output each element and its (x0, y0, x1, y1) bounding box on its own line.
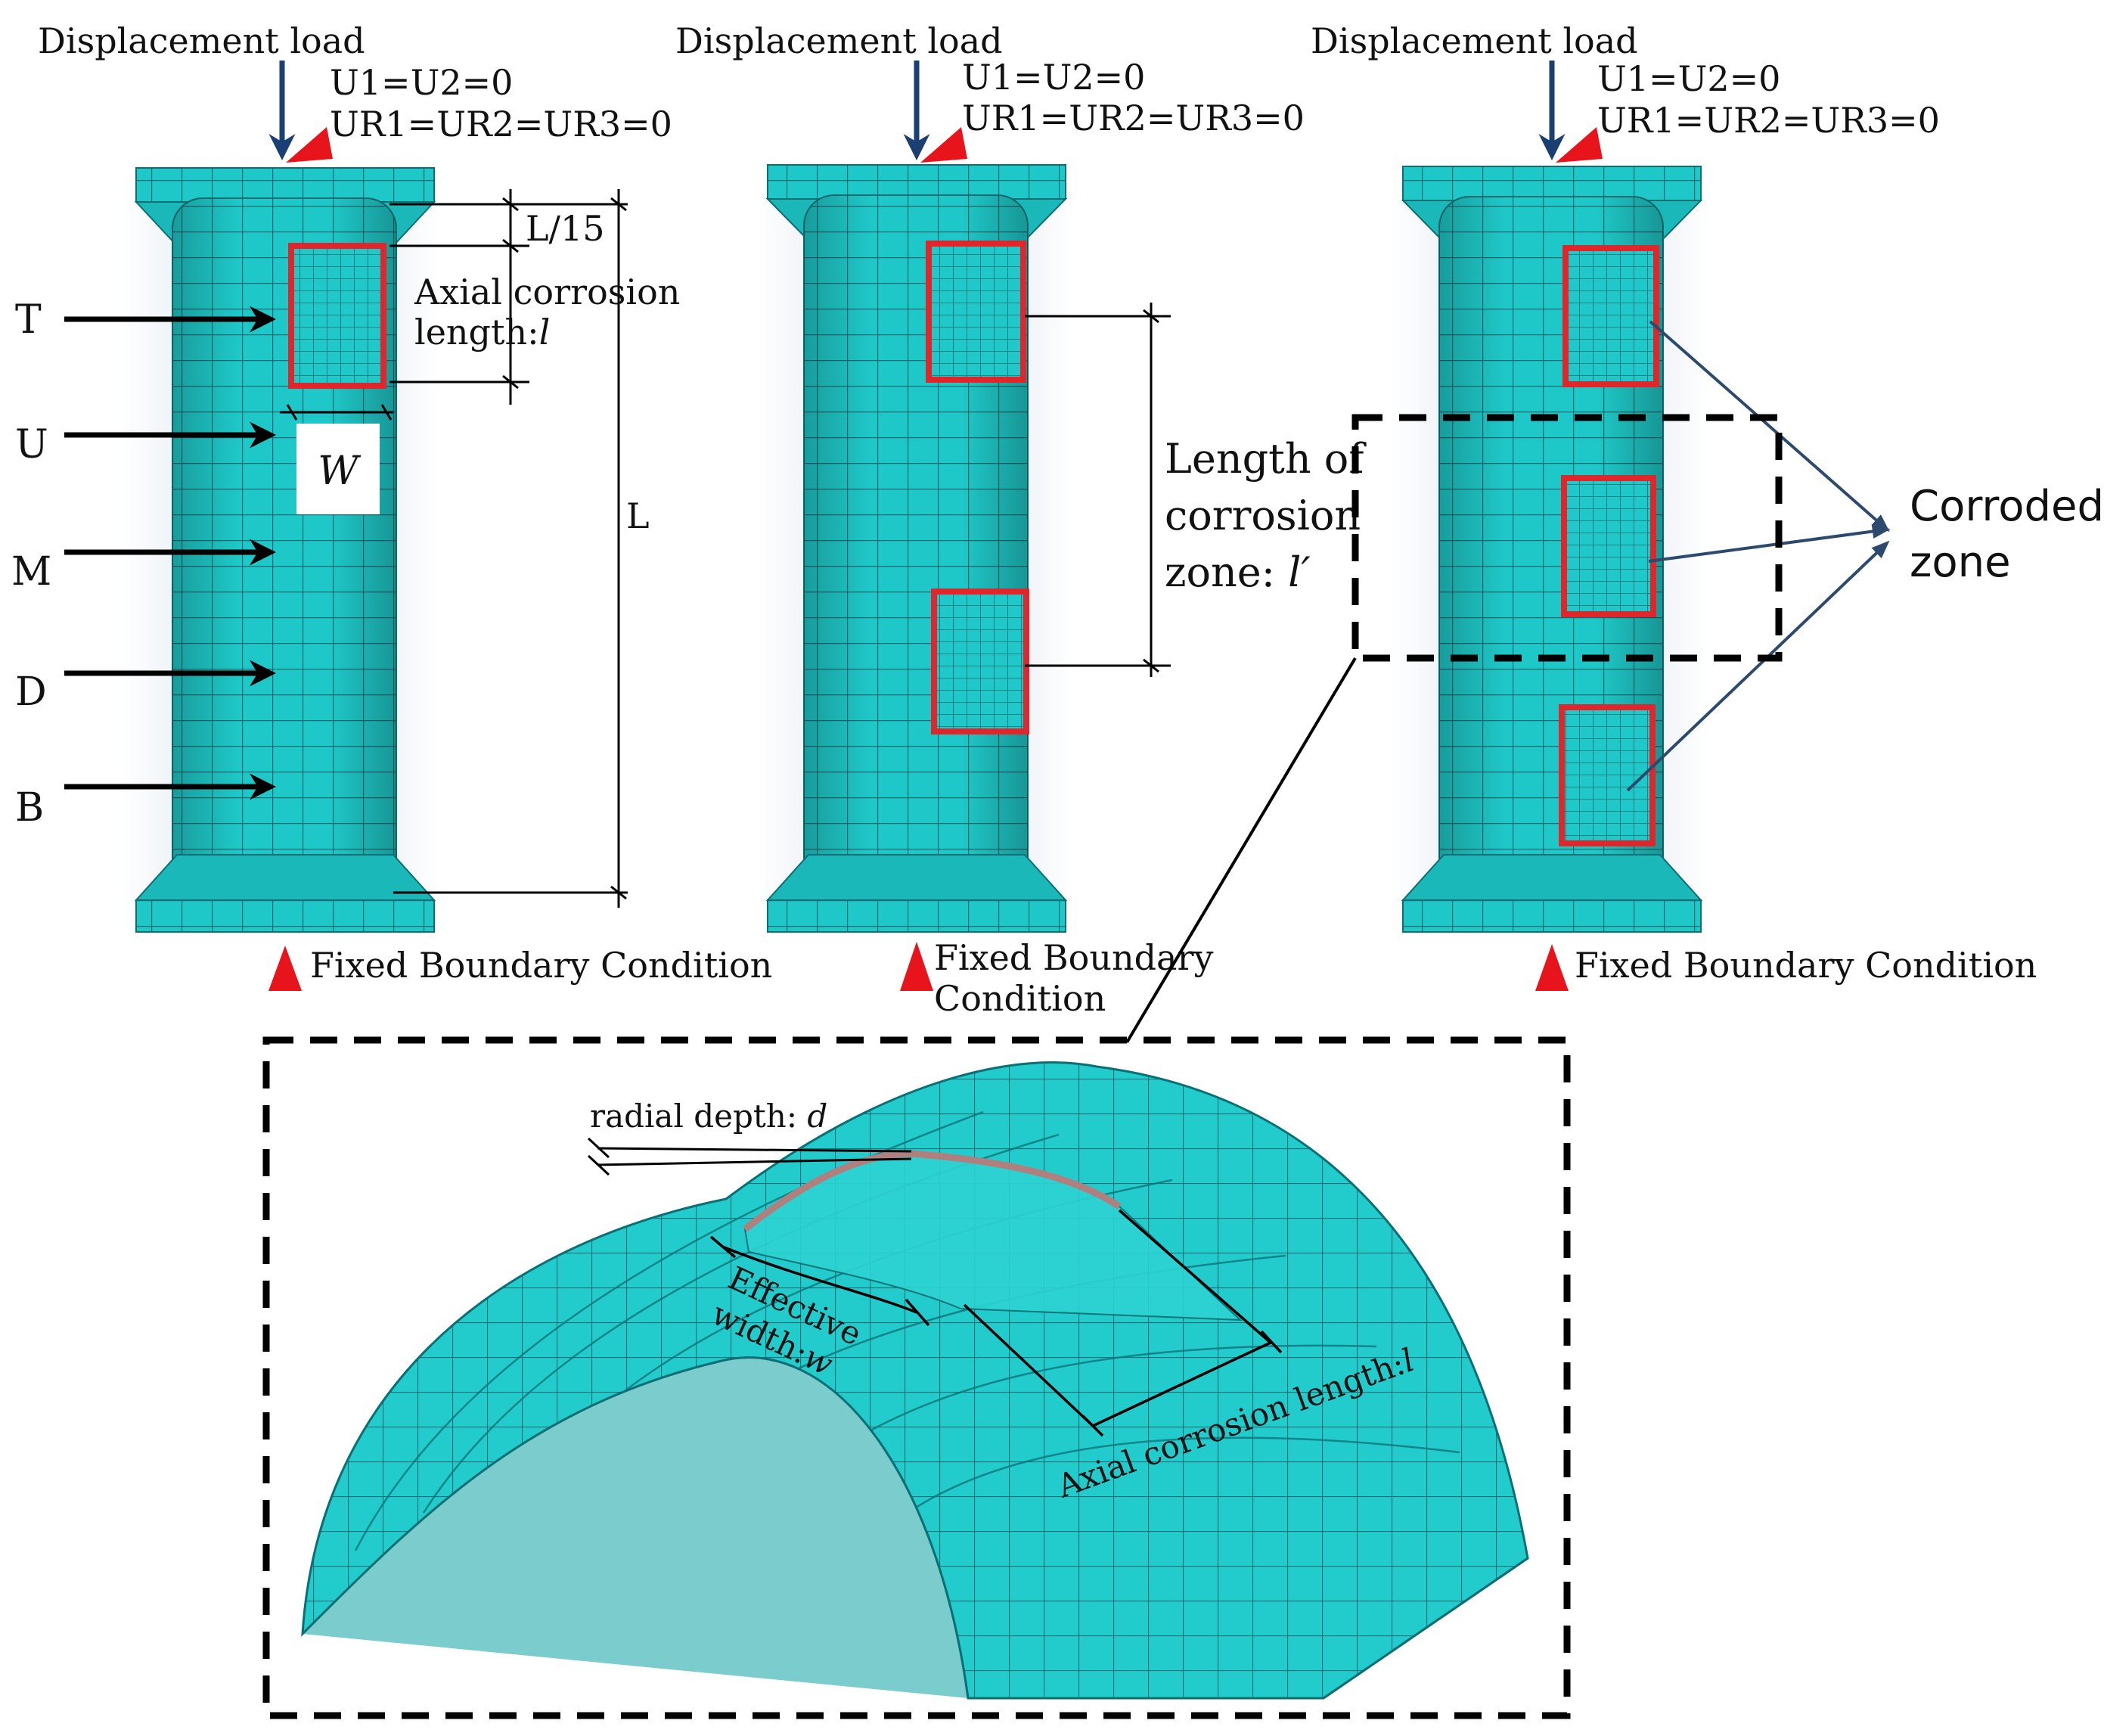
constraint-2-line2: UR1=UR2=UR3=0 (962, 98, 1305, 138)
corrosion-box-3-top (1562, 245, 1659, 387)
detail-frame (262, 1036, 1571, 1719)
fixed-marker-3 (1535, 944, 1569, 991)
width-marker-box (296, 424, 380, 514)
axial-length-label-1: Axial corrosion (414, 272, 680, 312)
svg-text:U: U (15, 422, 48, 467)
constraint-1-line2: UR1=UR2=UR3=0 (330, 104, 672, 144)
zone-length-label-2: corrosion (1165, 492, 1361, 539)
axial-length-label-2: length:l (414, 312, 550, 352)
zone-length-label-1: Length of (1165, 435, 1367, 483)
zone-length-dimension (1025, 303, 1171, 677)
detail-panel: radial depth: d Effective width:w Axial … (262, 1036, 1571, 1719)
fixed-boundary-label-2b: Condition (934, 978, 1106, 1019)
svg-text:T: T (15, 297, 42, 343)
position-arrow-B: B (15, 773, 276, 831)
constraint-3-line2: UR1=UR2=UR3=0 (1597, 100, 1940, 141)
zone-length-label-3: zone: l′ (1165, 548, 1311, 596)
column-2-top-plate (767, 164, 1066, 200)
position-arrow-M: M (11, 539, 276, 595)
load-boundary-marker-3 (1556, 127, 1603, 163)
constraint-2-line1: U1=U2=0 (962, 57, 1145, 98)
column-3-top-plate (1402, 166, 1702, 201)
corroded-zone-label-1: Corroded (1910, 482, 2104, 531)
displacement-load-title-1: Displacement load (38, 20, 365, 61)
corrosion-box-3-middle (1561, 475, 1656, 617)
fixed-boundary-label-1: Fixed Boundary Condition (310, 945, 772, 986)
total-length-label: L (626, 495, 650, 536)
fixed-boundary-label-2a: Fixed Boundary (934, 937, 1213, 978)
fixed-marker-2 (900, 942, 933, 991)
top-offset-label: L/15 (526, 208, 605, 249)
position-arrow-D: D (15, 660, 276, 715)
svg-text:D: D (15, 669, 47, 715)
column-1-bottom-plate (135, 899, 435, 933)
corrosion-box-2-lower (931, 589, 1029, 734)
column-1-top-plate (135, 167, 435, 203)
zoom-source-box (1351, 414, 1783, 662)
svg-text:B: B (15, 785, 44, 831)
constraint-3-line1: U1=U2=0 (1597, 58, 1780, 99)
corrosion-box-3-bottom (1559, 704, 1656, 846)
corrosion-box-2-upper (926, 241, 1026, 383)
radial-depth-label: radial depth: d (590, 1098, 827, 1135)
fixed-marker-1 (268, 946, 302, 991)
zoom-leader-line (1125, 657, 1357, 1044)
displacement-load-title-3: Displacement load (1311, 20, 1638, 61)
position-arrow-T: T (15, 297, 276, 343)
column-model-3: Corroded zone Displacement load U1=U2=0 … (1311, 20, 2104, 991)
position-arrow-U: U (15, 421, 276, 467)
dimension-lines (389, 189, 628, 908)
column-model-1: W T U M D B (11, 20, 772, 991)
displacement-load-title-2: Displacement load (675, 20, 1003, 61)
width-symbol: W (318, 449, 361, 494)
fixed-boundary-label-3: Fixed Boundary Condition (1575, 945, 2037, 986)
corroded-pointer-arrows (1626, 320, 1891, 792)
column-3-bottom-plate (1402, 899, 1702, 933)
corroded-zone-label-2: zone (1910, 538, 2011, 587)
column-model-2: Length of corrosion zone: l′ Displacemen… (675, 20, 1367, 1019)
svg-text:M: M (11, 549, 51, 595)
column-2-bottom-plate (767, 899, 1066, 933)
constraint-1-line1: U1=U2=0 (330, 62, 513, 103)
corrosion-box-T (288, 243, 386, 389)
load-boundary-marker-2 (920, 127, 967, 163)
load-boundary-marker-1 (286, 127, 333, 163)
